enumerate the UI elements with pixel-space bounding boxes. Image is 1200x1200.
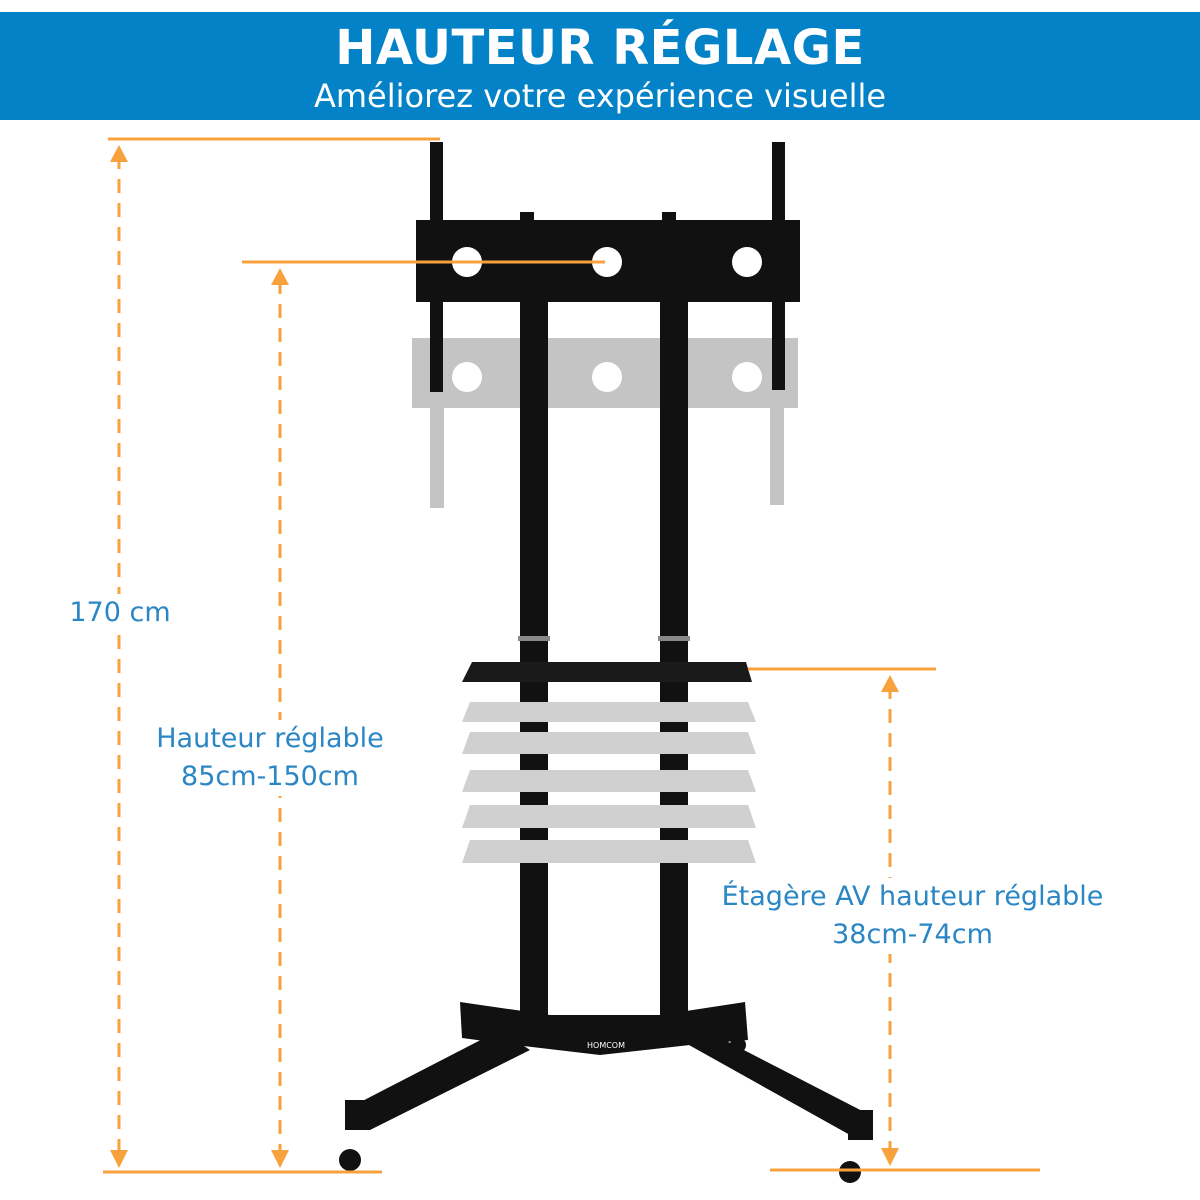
shelf-height-range: 38cm-74cm [832, 919, 993, 950]
shelf-height-label: Étagère AV hauteur réglable 38cm-74cm [700, 878, 1125, 954]
header-banner: HAUTEUR RÉGLAGE Améliorez votre expérien… [0, 12, 1200, 120]
total-height-label: 170 cm [60, 594, 180, 632]
av-shelf [462, 662, 752, 682]
ghost-mount-lower-position [412, 338, 798, 508]
dimension-arrowheads [110, 145, 899, 1168]
mount-height-range: 85cm-150cm [181, 761, 359, 792]
mount-height-title: Hauteur réglable [156, 723, 384, 754]
brand-logo: HOMCOM [587, 1041, 625, 1050]
page-subtitle: Améliorez votre expérience visuelle [313, 77, 887, 115]
page-title: HAUTEUR RÉGLAGE [335, 20, 865, 76]
shelf-height-title: Étagère AV hauteur réglable [721, 881, 1104, 912]
ghost-shelf-positions [462, 702, 756, 863]
mount-height-label: Hauteur réglable 85cm-150cm [140, 720, 400, 796]
stand-poles [518, 212, 690, 1020]
stand-base [339, 1002, 873, 1183]
